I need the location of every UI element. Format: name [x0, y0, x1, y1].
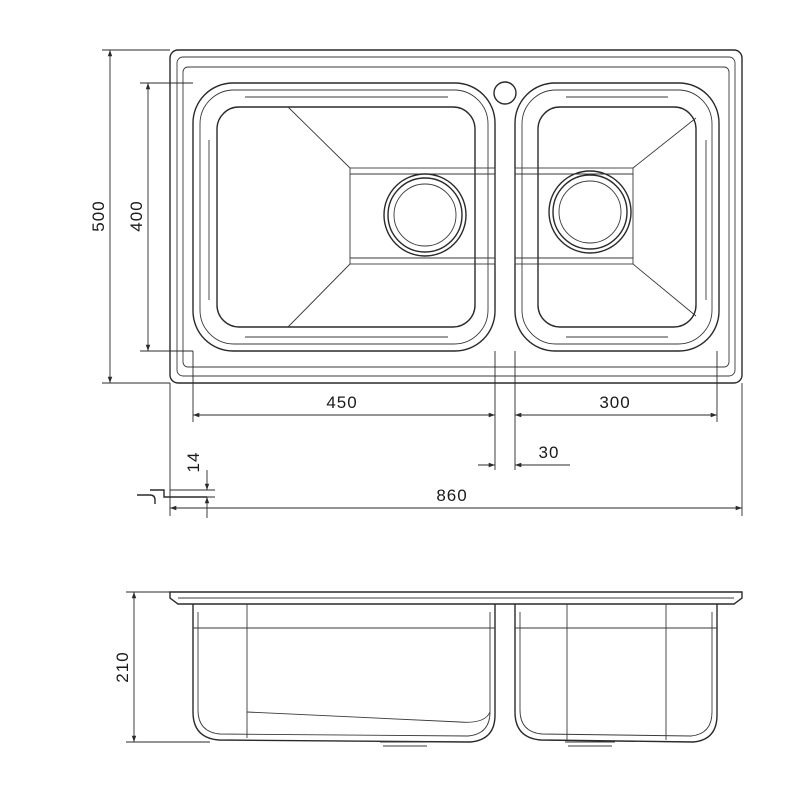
small-bowl-drain — [548, 170, 632, 254]
bowl-height-label: 210 — [113, 651, 132, 682]
overall-depth-label: 500 — [89, 200, 108, 231]
top-view-dimensions: 500 400 450 300 30 14 8 — [89, 49, 743, 518]
bowl-gap-label: 30 — [539, 443, 560, 462]
sink-deck-line — [182, 66, 730, 368]
sink-inner-rim — [176, 56, 736, 377]
large-bowl-drain — [383, 173, 467, 257]
top-view — [169, 49, 743, 384]
rim-profile-symbol — [137, 494, 156, 504]
rim-height-label: 14 — [184, 452, 203, 473]
small-bowl-width-label: 300 — [599, 393, 630, 412]
large-bowl — [192, 82, 496, 352]
side-view-large-bowl — [192, 604, 496, 743]
side-view-small-bowl — [514, 604, 718, 743]
overall-width-label: 860 — [436, 486, 467, 505]
side-view-dimensions: 210 — [113, 591, 210, 743]
sink-outer-rim — [169, 49, 743, 384]
faucet-hole — [493, 81, 517, 105]
side-view — [169, 591, 743, 747]
side-view-rim — [169, 591, 743, 605]
bowl-depth-label: 400 — [127, 200, 146, 231]
large-bowl-width-label: 450 — [326, 393, 357, 412]
small-bowl — [514, 82, 720, 352]
